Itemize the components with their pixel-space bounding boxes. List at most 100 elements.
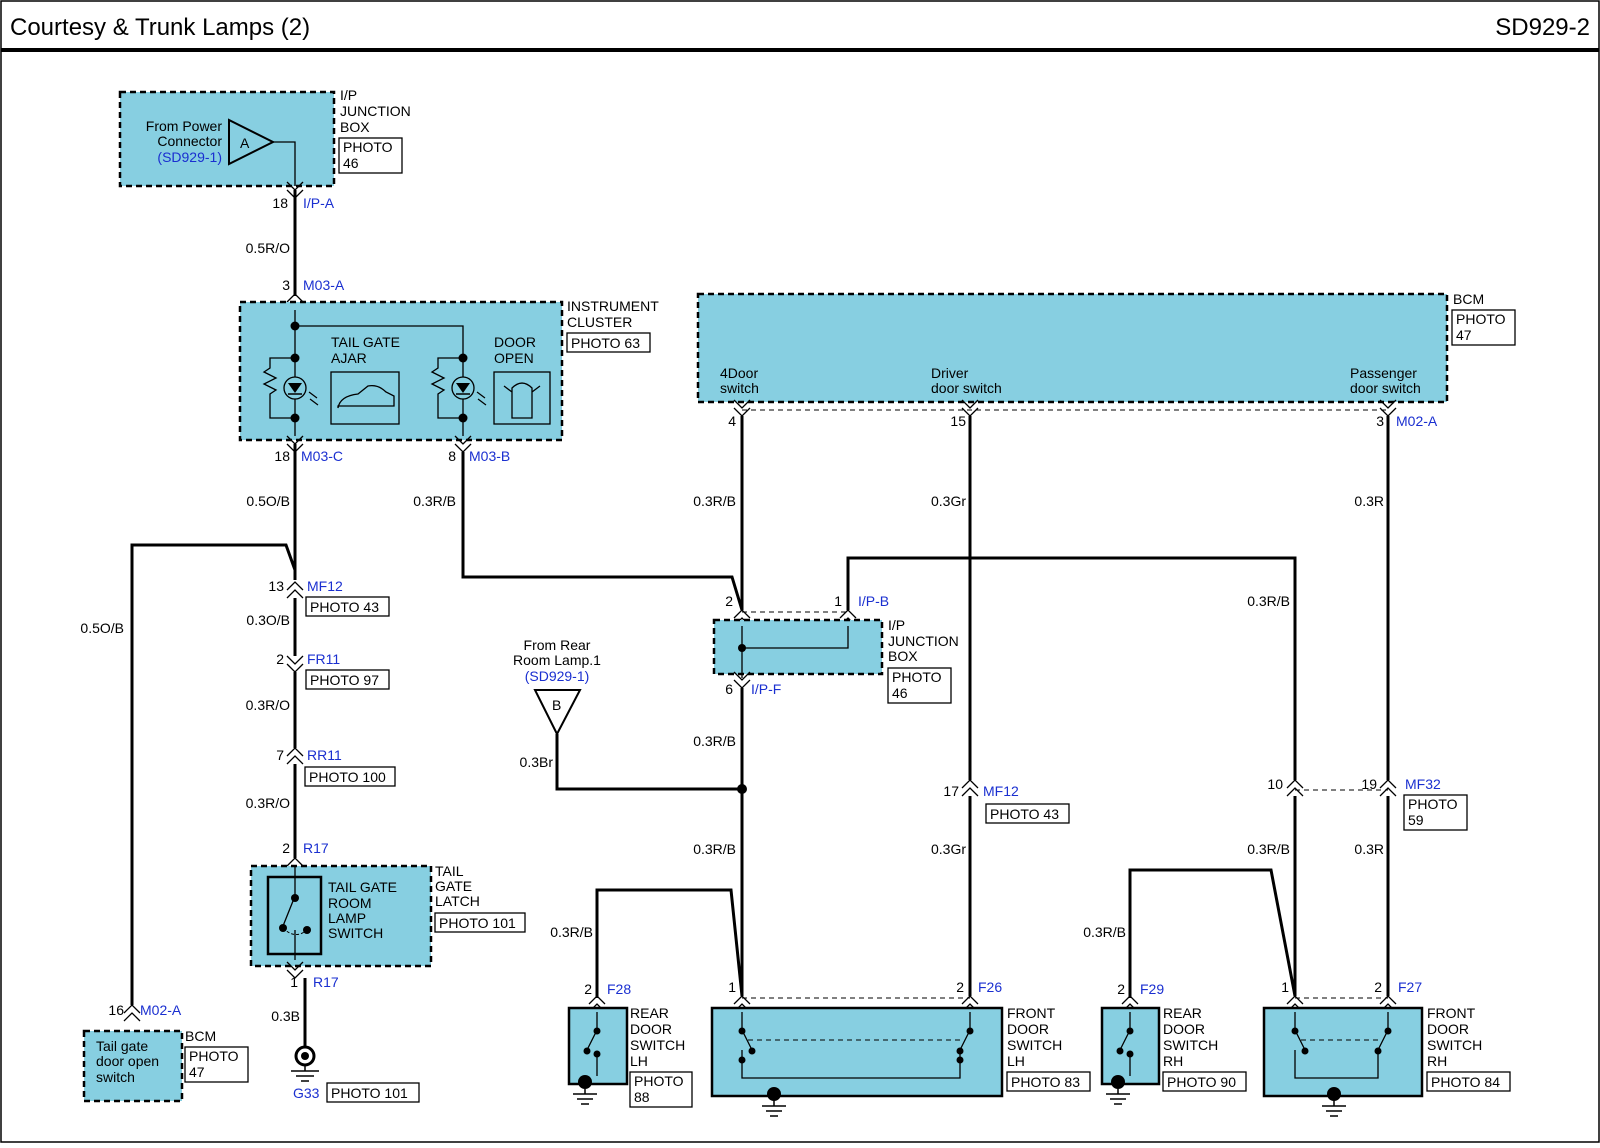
frontlh-name-3: SWITCH	[1007, 1037, 1062, 1053]
rearlh-node-1	[593, 1027, 601, 1035]
cluster-photo: PHOTO 63	[571, 335, 640, 351]
car-trunk-icon	[337, 384, 395, 409]
bcm-sw3-2: door switch	[1350, 380, 1421, 396]
mf32-photo-box	[1403, 794, 1468, 831]
rearlh-conn: F28	[607, 981, 631, 997]
mf12-right-photo-box	[985, 803, 1070, 824]
wire-pas2-label: 0.3R	[1354, 841, 1384, 857]
bcm-left-photo-box	[184, 1046, 249, 1083]
mf12-right-conn: MF12	[983, 783, 1019, 799]
rearrh-name-4: RH	[1163, 1053, 1183, 1069]
bcm-left-box	[82, 1029, 184, 1103]
frontlh-pin2: 2	[956, 979, 964, 995]
m03c-conn: M03-C	[301, 448, 343, 464]
rearlh-name-4: LH	[630, 1053, 648, 1069]
frontrh-node-1	[1291, 1027, 1299, 1035]
mf12-right-photo: PHOTO 43	[990, 806, 1059, 822]
connector-m02a-left-chevron-icon	[123, 1004, 141, 1022]
frontlh-name-2: DOOR	[1007, 1021, 1049, 1037]
wire-05ro-label: 0.5R/O	[246, 240, 290, 256]
tailgate-latch-photo: PHOTO 101	[439, 915, 516, 931]
bcm-pin2: 15	[950, 413, 966, 429]
wire-branch-bcm	[130, 543, 297, 1005]
ipjb-mid-conn-f: I/P-F	[751, 681, 781, 697]
bcm-sw2-2: door switch	[931, 380, 1002, 396]
ipa-conn: I/P-A	[303, 195, 335, 211]
frontrh-node-2	[1301, 1047, 1309, 1055]
rearrh-node-1	[1126, 1027, 1134, 1035]
r17-top-pin: 2	[282, 840, 290, 856]
mf12-photo-box	[305, 596, 390, 617]
fr11-conn: FR11	[307, 651, 340, 667]
ipjb-mid-name-1: I/P	[888, 617, 905, 633]
rearrh-photo-box	[1162, 1071, 1247, 1092]
bcm-sw3-1: Passenger	[1350, 365, 1417, 381]
cluster-name-1: INSTRUMENT	[567, 298, 659, 314]
m03b-conn: M03-B	[469, 448, 510, 464]
rearlh-box	[567, 1006, 629, 1086]
frontrh-name-4: RH	[1427, 1053, 1447, 1069]
frontrh-name-2: DOOR	[1427, 1021, 1469, 1037]
rearrh-pin: 2	[1117, 981, 1125, 997]
frontrh-pin2: 2	[1374, 979, 1382, 995]
frontlh-name-1: FRONT	[1007, 1005, 1056, 1021]
frontlh-conn: F26	[978, 979, 1002, 995]
frontlh-ground-icon	[762, 1087, 786, 1117]
connector-b-letter: B	[552, 697, 561, 713]
rearlh-name-1: REAR	[630, 1005, 669, 1021]
frontlh-node-2	[748, 1047, 756, 1055]
bcm-photo-2: 47	[1456, 327, 1472, 343]
mf12-right-pin: 17	[943, 783, 959, 799]
door-open-1: DOOR	[494, 334, 536, 350]
wire-rear-room	[555, 734, 742, 791]
frontrh-conn: F27	[1398, 979, 1422, 995]
rr11-photo-box	[304, 766, 396, 787]
frontlh-photo: PHOTO 83	[1011, 1074, 1080, 1090]
m03c-pin: 18	[274, 448, 290, 464]
fr11-pin: 2	[276, 651, 284, 667]
door-open-symbol-box	[493, 371, 551, 425]
wire-rearrh	[1128, 868, 1297, 998]
led-tailgate-icon	[283, 376, 319, 406]
ipjb-mid-pin2: 2	[725, 593, 733, 609]
tailgate-switch-arc	[282, 927, 308, 935]
from-power-ref: (SD929-1)	[157, 149, 222, 165]
frontlh-box	[710, 1006, 1004, 1098]
m03b-pin: 8	[448, 448, 456, 464]
rearrh-photo: PHOTO 90	[1167, 1074, 1236, 1090]
rearrh-name-2: DOOR	[1163, 1021, 1205, 1037]
frontlh-node-6	[956, 1056, 964, 1064]
wire-rearrh-label: 0.3R/B	[1083, 924, 1126, 940]
bcm-box	[696, 292, 1449, 404]
rearrh-ground-icon	[1106, 1075, 1130, 1105]
bcm-name: BCM	[1453, 291, 1484, 307]
ipjb-mid-name-2: JUNCTION	[888, 633, 959, 649]
tailgate-ajar-2: AJAR	[331, 350, 367, 366]
ipjb-mid-photo-1: PHOTO	[892, 669, 942, 685]
connector-mf32-a-chevron-icon	[1286, 779, 1304, 797]
rearrh-node-2	[1116, 1047, 1124, 1055]
wire-03ro-label-2: 0.3R/O	[246, 795, 290, 811]
wire-frontlh-label: 0.3R/B	[693, 841, 736, 857]
bcm-pin1: 4	[728, 413, 736, 429]
bcm-left-pin: 16	[108, 1002, 124, 1018]
page-code: SD929-2	[1495, 14, 1590, 41]
frontlh-node-5	[738, 1056, 746, 1064]
ipjb-top-photo-1: PHOTO	[343, 139, 393, 155]
resistor-2-icon	[430, 357, 463, 419]
frontrh-name-3: SWITCH	[1427, 1037, 1482, 1053]
tailgate-switch-node-1	[291, 894, 299, 902]
mf32-photo-1: PHOTO	[1408, 796, 1458, 812]
ipjb-mid-photo-box	[887, 667, 952, 704]
frontlh-pin1: 1	[728, 979, 736, 995]
rearrh-name-1: REAR	[1163, 1005, 1202, 1021]
tailgate-ajar-1: TAIL GATE	[331, 334, 400, 350]
mf12-conn: MF12	[307, 578, 343, 594]
bcm-left-label-1: Tail gate	[96, 1038, 148, 1054]
frontrh-ground-icon	[1322, 1087, 1346, 1117]
fr11-photo: PHOTO 97	[310, 672, 379, 688]
rr11-conn: RR11	[307, 747, 342, 763]
g33-photo: PHOTO 101	[331, 1085, 408, 1101]
connector-a-triangle-icon	[228, 118, 276, 166]
ipjb-mid-pin1: 1	[834, 593, 842, 609]
